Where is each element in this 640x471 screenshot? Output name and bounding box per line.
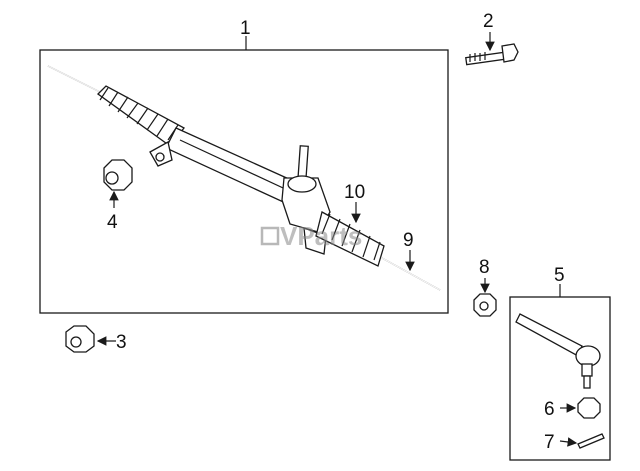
bolt-part-2	[465, 43, 519, 66]
pinion-housing	[281, 145, 331, 255]
nut-part-3	[65, 325, 95, 353]
left-bellows-boot	[97, 85, 185, 147]
nut-part-8	[473, 293, 497, 317]
callout-1: 1	[240, 18, 251, 39]
steering-rack-drawing	[47, 65, 441, 291]
callout-10: 10	[344, 182, 365, 203]
assembly-frame	[39, 49, 449, 314]
callout-8: 8	[479, 257, 490, 278]
cotter-pin-part-7	[577, 433, 605, 449]
nut-part-6	[577, 397, 601, 419]
callout-7: 7	[544, 432, 555, 453]
callout-3: 3	[116, 332, 127, 353]
callout-4: 4	[107, 212, 118, 233]
callout-5: 5	[554, 265, 565, 286]
watermark-text: VParts	[280, 221, 362, 251]
nut-part-4	[103, 159, 133, 191]
right-bellows-boot	[315, 211, 385, 267]
callout-2: 2	[483, 11, 494, 32]
callout-6: 6	[544, 399, 555, 420]
tie-rod-end	[515, 313, 601, 389]
callout-9: 9	[403, 230, 414, 251]
watermark-logo: VParts	[260, 221, 362, 251]
